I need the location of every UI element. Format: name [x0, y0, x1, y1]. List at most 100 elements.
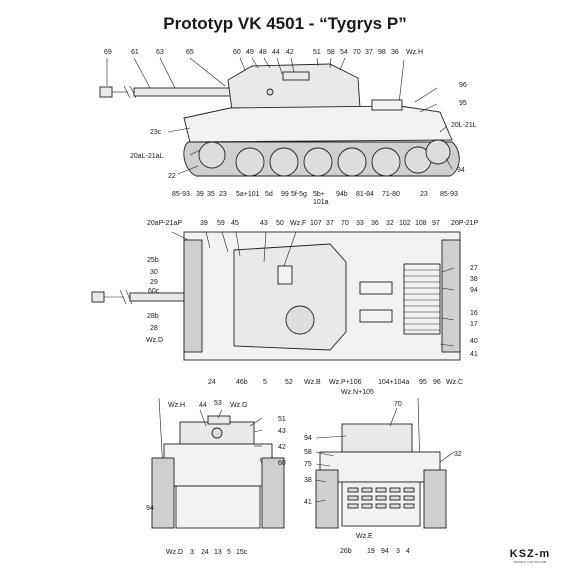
- rear-callout: 38: [304, 477, 312, 484]
- side-callout: 95: [459, 100, 467, 107]
- side-callout: 54: [340, 49, 348, 56]
- ksz-m-logo: KSZ-m MODELE KARTONOWE: [500, 548, 560, 564]
- top-callout: 70: [341, 220, 349, 227]
- turret-top: [233, 243, 347, 351]
- top-callout: 60c: [148, 288, 160, 295]
- side-callout: 70: [353, 49, 361, 56]
- side-callout: 98: [378, 49, 386, 56]
- side-callout: 85-93: [172, 191, 190, 198]
- side-callout: 48: [259, 49, 267, 56]
- side-callout: 61: [131, 49, 139, 56]
- top-callout: Wz.N+105: [341, 389, 374, 396]
- loader-hatch: [285, 305, 315, 335]
- front-callout: Wz.D: [166, 549, 183, 556]
- top-callout: 38: [470, 276, 478, 283]
- side-callout: 5f-5g: [291, 191, 307, 198]
- top-callout: Wz.D: [146, 337, 163, 344]
- side-callout: 23c: [150, 129, 162, 136]
- rear-view: 70 94 58 75 38 41 32 Wz.E 26b 19 94 3 4: [304, 397, 462, 555]
- front-callout: Wz.G: [230, 402, 248, 409]
- front-callout: 53: [214, 400, 222, 407]
- side-callout: 22: [168, 173, 176, 180]
- engine-grille: [403, 263, 441, 335]
- top-callout: 20aP-21aP: [147, 220, 182, 227]
- diagram-title: Prototyp VK 4501 - “Tygrys P”: [163, 14, 407, 33]
- side-callout: 94: [457, 167, 465, 174]
- right-track-rear: [423, 469, 447, 529]
- rear-callout: Wz.E: [356, 533, 373, 540]
- rear-callout: 70: [394, 401, 402, 408]
- side-callout: 23: [219, 191, 227, 198]
- top-callout: 27: [470, 265, 478, 272]
- hull-front: [163, 443, 273, 487]
- hull-side: [183, 105, 453, 143]
- rear-callout: 41: [304, 499, 312, 506]
- top-callout: 97: [432, 220, 440, 227]
- top-callout: 29: [150, 279, 158, 286]
- top-callout: 41: [470, 351, 478, 358]
- rear-leader-lines: [315, 407, 455, 503]
- rear-callout: 32: [454, 451, 462, 458]
- top-callout: 50: [276, 220, 284, 227]
- front-callout: 44: [199, 402, 207, 409]
- top-callout: 95: [419, 379, 427, 386]
- front-callout: 60: [278, 460, 286, 467]
- front-callout: 94: [146, 505, 154, 512]
- top-callout: 96: [433, 379, 441, 386]
- front-view: Wz.H 44 53 Wz.G 51 43 42 60 94 Wz.D 3 24…: [146, 397, 286, 556]
- top-callout: 20P-21P: [451, 220, 479, 227]
- gun-barrel: [133, 87, 235, 97]
- side-callout: 20L-21L: [451, 122, 477, 129]
- front-callout: 5: [227, 549, 231, 556]
- side-callout: 44: [272, 49, 280, 56]
- top-callout: 33: [356, 220, 364, 227]
- side-callout: 51: [313, 49, 321, 56]
- side-leader-lines: [106, 57, 453, 175]
- side-callout: 23: [420, 191, 428, 198]
- front-callout: Wz.H: [168, 402, 185, 409]
- rear-callout: 94: [381, 548, 389, 555]
- front-callout: 51: [278, 416, 286, 423]
- muzzle-brake: [99, 86, 113, 98]
- side-callout: 69: [104, 49, 112, 56]
- front-callout: 43: [278, 428, 286, 435]
- side-callout: 71-80: [382, 191, 400, 198]
- side-callout: 96: [459, 82, 467, 89]
- rear-callout: 19: [367, 548, 375, 555]
- side-callout: 81-84: [356, 191, 374, 198]
- side-callout: 65: [186, 49, 194, 56]
- top-callout: 94: [470, 287, 478, 294]
- top-callout: 108: [415, 220, 427, 227]
- top-callout: Wz.C: [446, 379, 463, 386]
- side-callout: 42: [286, 49, 294, 56]
- rear-callout: 4: [406, 548, 410, 555]
- side-callout: 49: [246, 49, 254, 56]
- top-callout: 59: [217, 220, 225, 227]
- rear-callout: 26b: [340, 548, 352, 555]
- top-callout: 17: [470, 321, 478, 328]
- side-callout: 5b+: [313, 191, 325, 198]
- front-callout: 24: [201, 549, 209, 556]
- gun-mantlet: [211, 427, 223, 439]
- side-callout: 5a+101: [236, 191, 260, 198]
- top-callout: 46b: [236, 379, 248, 386]
- top-callout: 32: [386, 220, 394, 227]
- top-callout: 16: [470, 310, 478, 317]
- top-callout: 45: [231, 220, 239, 227]
- top-callout: 28: [150, 325, 158, 332]
- top-callout: 43: [260, 220, 268, 227]
- side-callout: 60: [233, 49, 241, 56]
- side-callout: 5d: [265, 191, 273, 198]
- commander-hatch: [277, 265, 293, 285]
- hull-rear: [319, 451, 441, 483]
- side-callout: 85-93: [440, 191, 458, 198]
- top-callout: 5: [263, 379, 267, 386]
- top-callout: 36: [371, 220, 379, 227]
- left-track-rear: [315, 469, 339, 529]
- turret-rear: [341, 423, 413, 453]
- top-callout: 25b: [147, 257, 159, 264]
- side-callout: 101a: [313, 199, 329, 206]
- side-view: 69 61 63 65 60 49 48 44 42 51 58 54 70 3…: [99, 49, 477, 206]
- side-callout: 99: [281, 191, 289, 198]
- side-callout: 35: [207, 191, 215, 198]
